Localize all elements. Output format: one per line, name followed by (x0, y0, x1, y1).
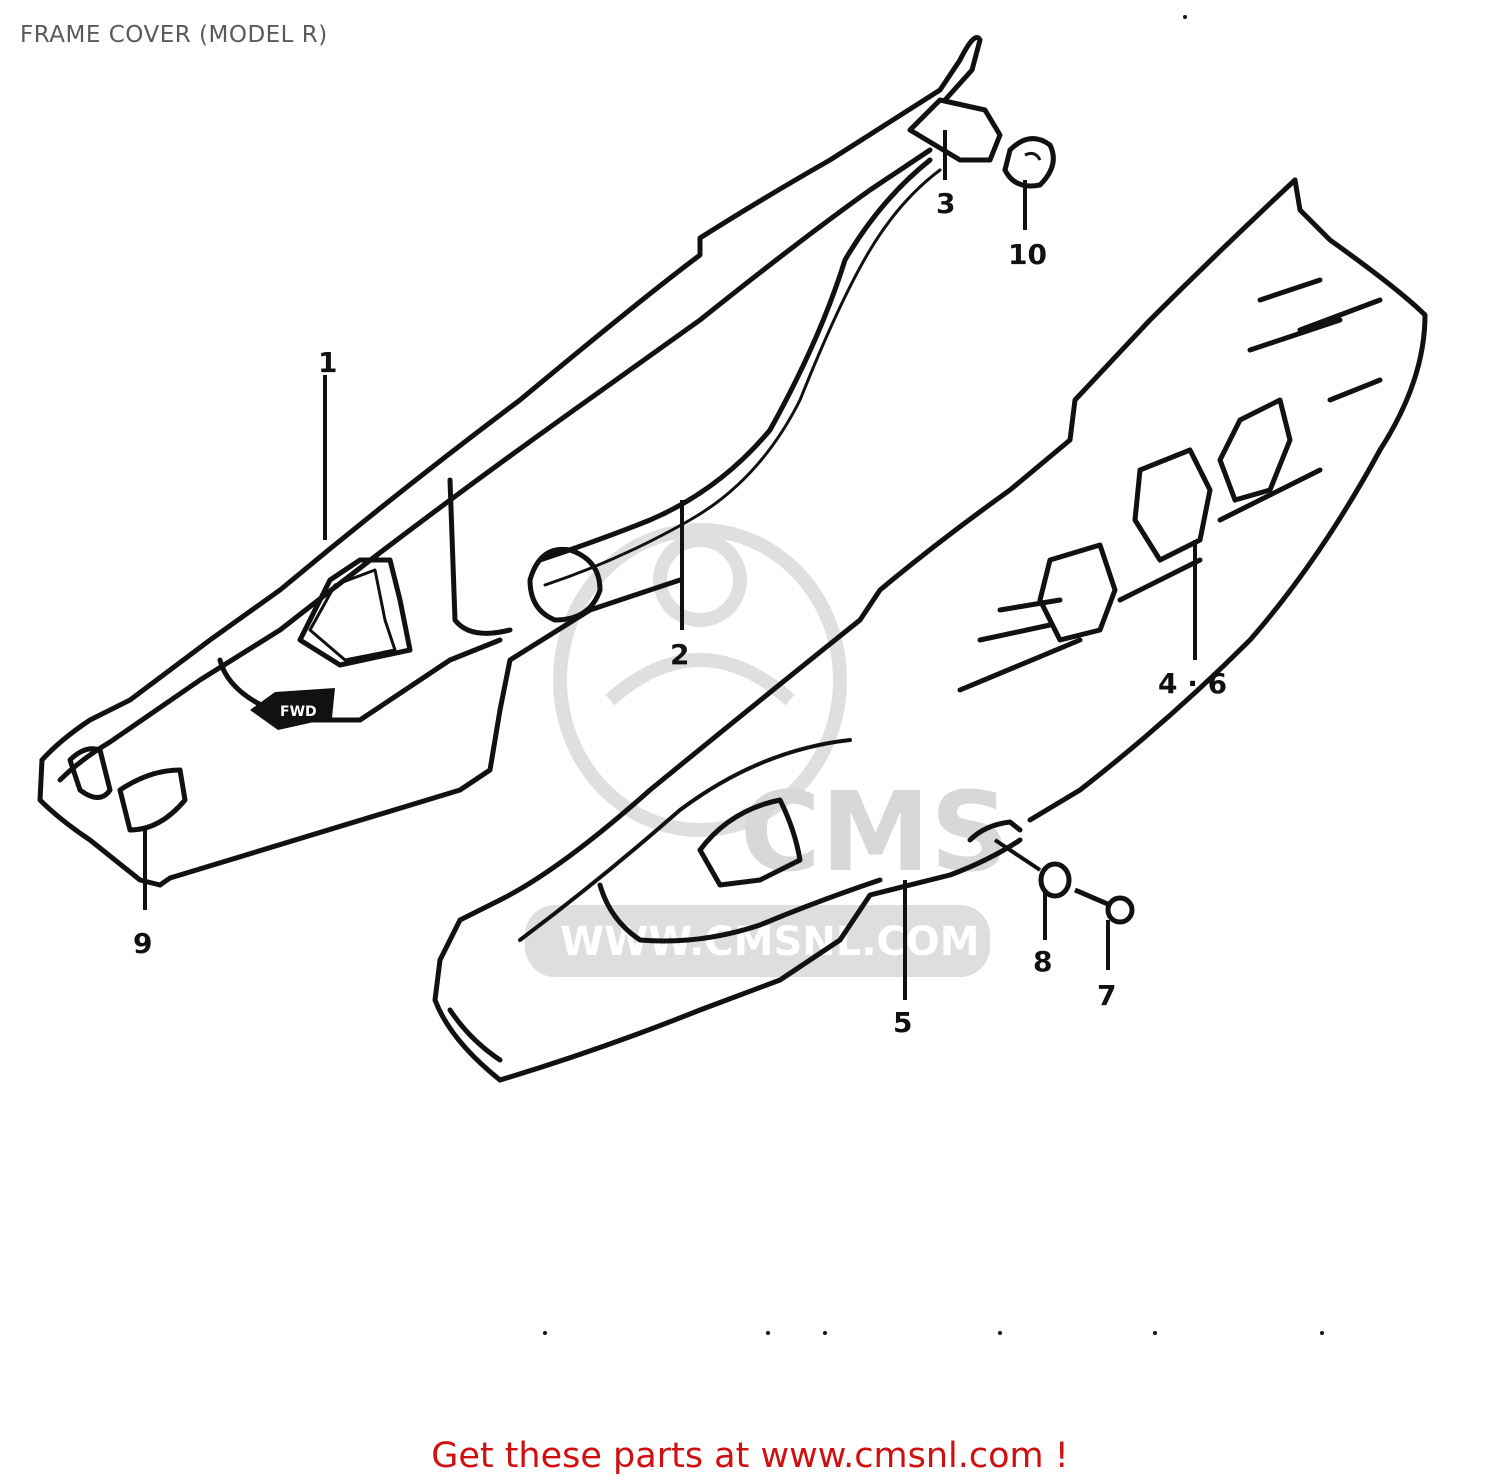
watermark-brand: CMS (740, 768, 1009, 896)
fwd-arrow-icon: FWD (250, 688, 335, 730)
callout-4-6: 4 · 6 (1158, 667, 1227, 700)
footer-link[interactable]: Get these parts at www.cmsnl.com ! (431, 1436, 1069, 1476)
leader-lines (143, 130, 1197, 1000)
scan-dots (543, 15, 1324, 1335)
callout-3: 3 (936, 187, 955, 220)
callout-7: 7 (1097, 979, 1116, 1012)
callout-5: 5 (893, 1006, 912, 1039)
page-title: FRAME COVER (MODEL R) (20, 22, 328, 48)
grommet-part-10 (1002, 136, 1056, 189)
callout-8: 8 (1033, 945, 1052, 978)
callout-10: 10 (1008, 238, 1047, 271)
callout-2: 2 (670, 638, 689, 671)
left-frame-cover (37, 35, 1003, 888)
callout-1: 1 (318, 346, 337, 379)
washer-part-8 (1038, 861, 1072, 899)
cms-watermark (553, 523, 847, 837)
watermark-url: WWW.CMSNL.COM (560, 919, 980, 965)
watermark-url-bg (525, 905, 990, 977)
fwd-label: FWD (280, 704, 317, 720)
screw-part-7 (1074, 887, 1135, 925)
right-frame-cover (432, 177, 1428, 1083)
callout-9: 9 (133, 927, 152, 960)
